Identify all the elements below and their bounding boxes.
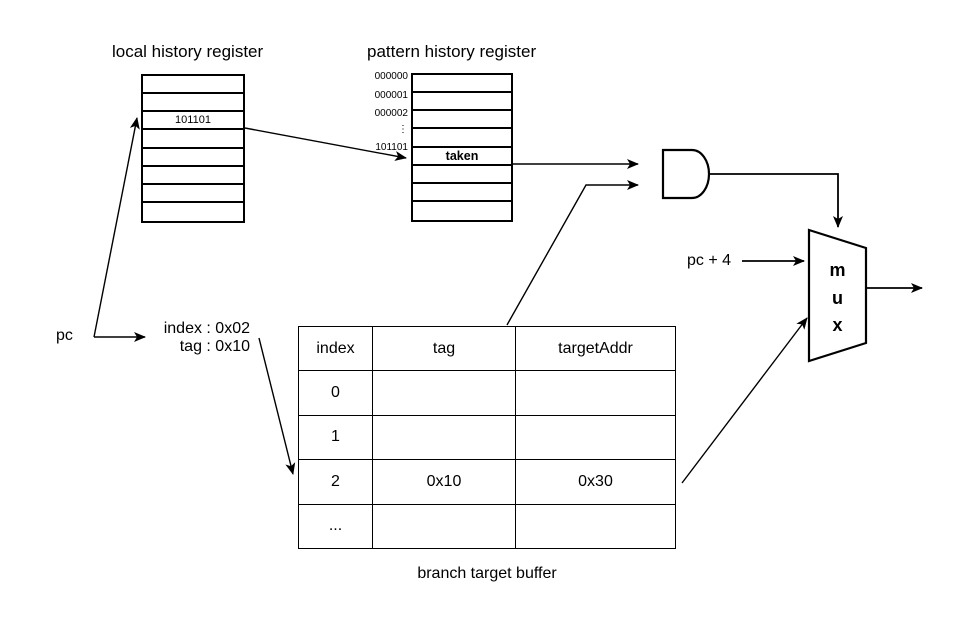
decode-index-line: index : 0x02 [163, 320, 250, 337]
btb-cell-tag [373, 415, 516, 461]
phr-row [413, 75, 511, 94]
btb-cell-tag [373, 504, 516, 549]
btb-cell-tag [373, 371, 516, 416]
phr-index-label: 000001 [374, 90, 408, 101]
lhr-row [143, 203, 243, 221]
and-to-mux-arrow [709, 173, 843, 228]
pc-label: pc [56, 327, 73, 344]
and-gate [661, 148, 711, 200]
phr-row [413, 184, 511, 202]
phr-index-label: 000002 [374, 108, 408, 119]
phr-index-label: 101101 [375, 142, 408, 153]
lhr-row [143, 76, 243, 95]
phr-row-taken: taken [413, 148, 511, 166]
btb-to-and-arrow [506, 180, 639, 326]
lhr-row [143, 167, 243, 185]
pc-plus-4-label: pc + 4 [687, 252, 732, 269]
lhr-row [143, 149, 243, 167]
phr-title: pattern history register [367, 42, 537, 61]
phr-row [413, 202, 511, 220]
btb-caption: branch target buffer [417, 565, 557, 582]
lhr-row-value: 101101 [143, 112, 243, 131]
btb-cell-target: 0x30 [516, 460, 676, 505]
decode-tag-line: tag : 0x10 [179, 338, 250, 355]
phr-row [413, 129, 511, 148]
lhr-table: 101101 [141, 74, 245, 223]
mux-shape [807, 228, 868, 363]
btb-table: index tag targetAddr 0 1 2 0x10 0x30 ... [298, 326, 676, 549]
lhr-row [143, 130, 243, 149]
phr-ellipsis-label: ⋮ [398, 124, 408, 135]
btb-cell-target [516, 504, 676, 549]
pc-to-lhr-arrow [93, 117, 140, 338]
btb-cell-target [516, 371, 676, 416]
phr-row [413, 166, 511, 184]
btb-cell-index: ... [299, 504, 373, 549]
phr-row [413, 111, 511, 130]
phr-row [413, 93, 511, 112]
mux-letter: x [832, 315, 843, 335]
btb-to-mux-arrow [681, 317, 808, 484]
phr-table: taken [411, 73, 513, 222]
pc-decode-block: index : 0x02 tag : 0x10 [140, 320, 250, 356]
mux-letter: u [832, 287, 843, 308]
btb-cell-tag: 0x10 [373, 460, 516, 505]
phr-index-label: 000000 [374, 71, 408, 82]
btb-header-cell: index [299, 327, 373, 372]
btb-cell-index: 0 [299, 371, 373, 416]
lhr-row [143, 94, 243, 113]
lhr-row [143, 185, 243, 203]
mux-letter: m [829, 260, 846, 280]
lhr-title: local history register [112, 42, 264, 61]
btb-header-cell: tag [373, 327, 516, 372]
decode-to-btb-arrow [258, 337, 296, 475]
btb-cell-target [516, 415, 676, 461]
btb-header-cell: targetAddr [516, 327, 676, 372]
btb-cell-index: 1 [299, 415, 373, 461]
mux-label: m u x [809, 257, 866, 340]
lhr-to-phr-arrow [244, 127, 407, 161]
btb-cell-index: 2 [299, 460, 373, 505]
